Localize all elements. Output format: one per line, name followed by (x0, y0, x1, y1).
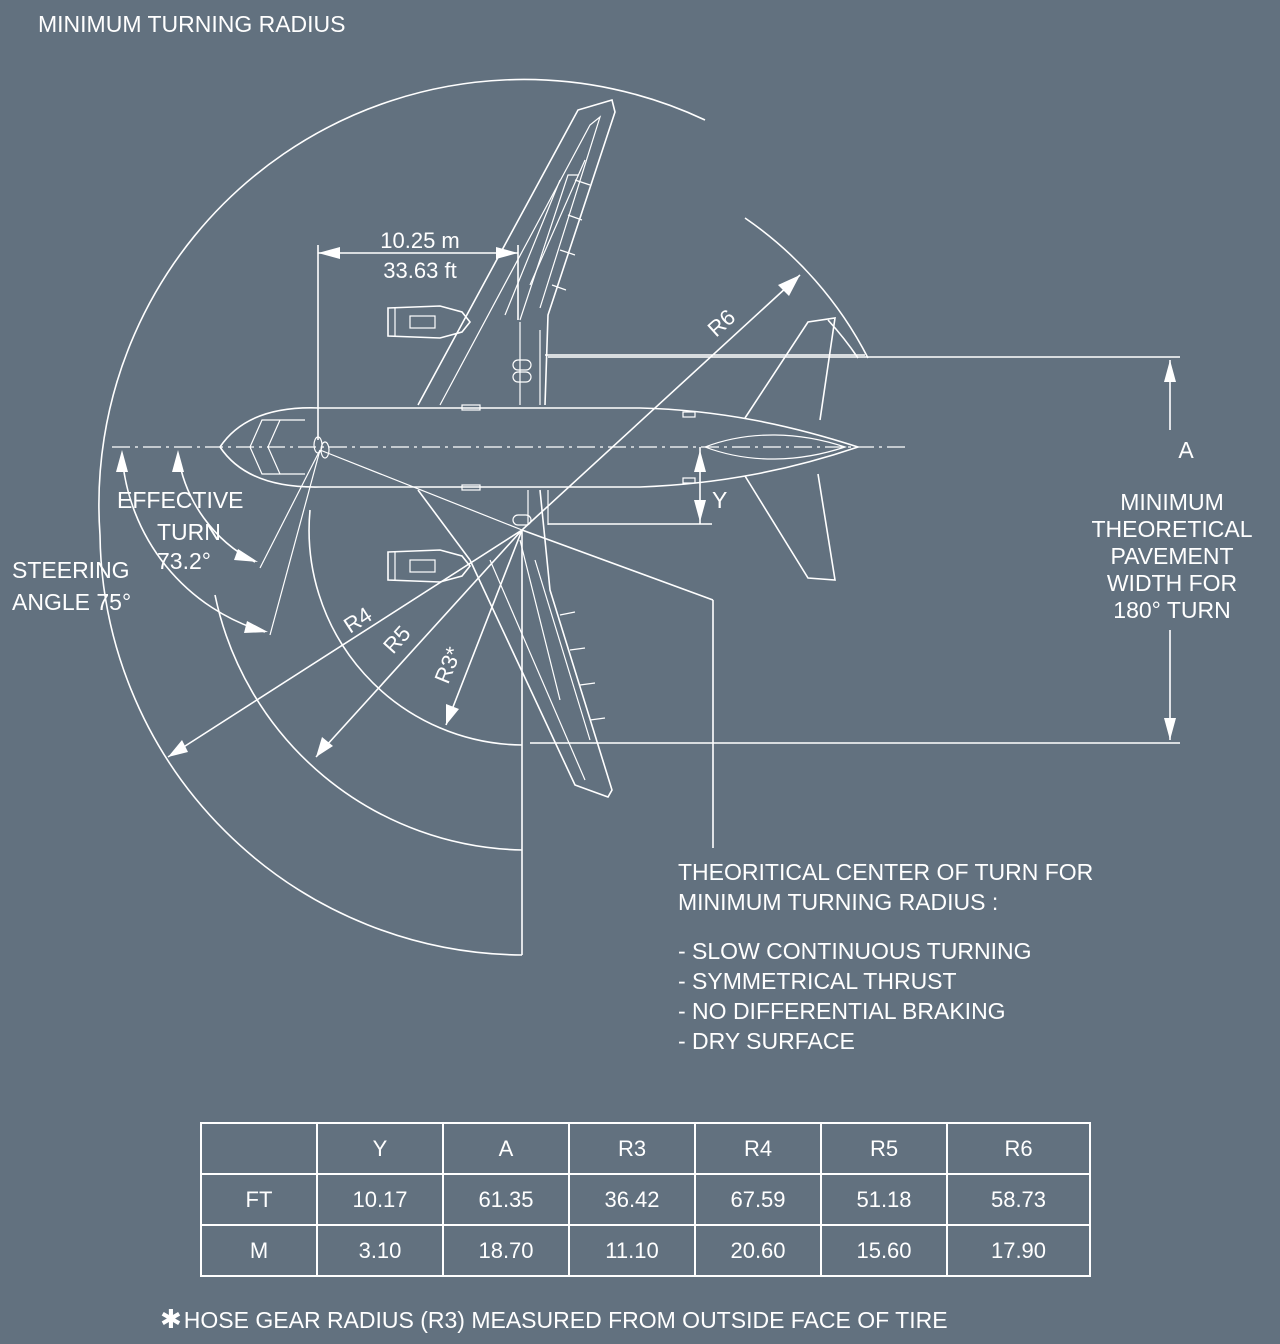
table-cell: 3.10 (316, 1224, 444, 1277)
r4-label: R4 (339, 602, 376, 638)
footnote-text: HOSE GEAR RADIUS (R3) MEASURED FROM OUTS… (183, 1307, 948, 1333)
table-header-cell (200, 1122, 318, 1175)
condition-1: - SLOW CONTINUOUS TURNING (678, 938, 1032, 964)
table-cell: 17.90 (946, 1224, 1091, 1277)
table-header-cell: R6 (946, 1122, 1091, 1175)
table-cell: 15.60 (820, 1224, 948, 1277)
pavement-line-4: WIDTH FOR (1107, 570, 1237, 596)
r3-arc (308, 509, 523, 746)
table-cell: 51.18 (820, 1173, 948, 1226)
pavement-width-dimension (530, 356, 1180, 744)
effective-turn-line2: TURN (157, 519, 221, 545)
table-header-cell: R4 (694, 1122, 822, 1175)
leader-line (521, 529, 714, 601)
pavement-line-2: THEORETICAL (1091, 516, 1252, 542)
condition-4: - DRY SURFACE (678, 1028, 855, 1054)
steering-angle-line1: STEERING (12, 557, 130, 583)
steering-arrow-top (116, 450, 128, 472)
steering-angle-line2: ANGLE 75° (12, 589, 131, 615)
table-cell: 18.70 (442, 1224, 570, 1277)
pavement-line-1: MINIMUM (1120, 489, 1223, 515)
r6-label: R6 (703, 304, 741, 341)
r5-arrow (316, 737, 333, 757)
r6-arc (744, 217, 869, 359)
main-gear (512, 359, 532, 526)
r4-line (167, 529, 523, 758)
pavement-line-3: PAVEMENT (1110, 543, 1233, 569)
steering-angle-arc (121, 454, 266, 633)
y-offset-dimension (548, 447, 712, 525)
table-header-cell: Y (316, 1122, 444, 1175)
wheelbase-imperial-label: 33.63 ft (383, 258, 456, 283)
table-cell: 10.17 (316, 1173, 444, 1226)
nose-line-3 (259, 449, 321, 569)
r3-line (445, 529, 523, 726)
nose-line-1 (319, 449, 523, 531)
r5-line (315, 529, 523, 758)
table-row: M 3.10 18.70 11.10 20.60 15.60 17.90 (200, 1224, 1091, 1277)
upper-engine (387, 305, 472, 339)
table-header-cell: R3 (568, 1122, 696, 1175)
condition-2: - SYMMETRICAL THRUST (678, 968, 957, 994)
table-cell: 67.59 (694, 1173, 822, 1226)
asterisk-icon: ✱ (160, 1304, 182, 1334)
effective-arrow-top (172, 450, 184, 472)
steering-arrow-bottom (244, 621, 268, 633)
table-header-cell: A (442, 1122, 570, 1175)
effective-arrow-bottom (234, 549, 258, 562)
footnote: ✱HOSE GEAR RADIUS (R3) MEASURED FROM OUT… (160, 1304, 948, 1335)
table-row: FT 10.17 61.35 36.42 67.59 51.18 58.73 (200, 1173, 1091, 1226)
pavement-line-5: 180° TURN (1113, 597, 1230, 623)
effective-turn-line1: EFFECTIVE (117, 487, 244, 513)
pavement-letter: A (1178, 437, 1194, 463)
table-header-row: Y A R3 R4 R5 R6 (200, 1122, 1091, 1175)
effective-turn-angle: 73.2° (157, 548, 211, 574)
r6-line (521, 274, 801, 531)
lower-engine (387, 549, 472, 583)
r6-arrow (778, 275, 800, 296)
fuselage (219, 404, 861, 491)
lower-stabilizer (744, 473, 836, 581)
table-cell: 36.42 (568, 1173, 696, 1226)
tail-arc (827, 319, 859, 359)
table-cell: M (200, 1224, 318, 1277)
lower-wing (417, 489, 613, 798)
table-cell: 61.35 (442, 1173, 570, 1226)
r4-arrow (168, 740, 188, 757)
y-offset-label: Y (712, 487, 727, 513)
condition-3: - NO DIFFERENTIAL BRAKING (678, 998, 1006, 1024)
nose-gear (313, 436, 330, 459)
table-cell: FT (200, 1173, 318, 1226)
center-note-line-1: THEORITICAL CENTER OF TURN FOR (678, 859, 1093, 885)
table-cell: 20.60 (694, 1224, 822, 1277)
r3-arrow (446, 704, 459, 725)
r3-label: R3* (429, 643, 466, 687)
wheelbase-metric-label: 10.25 m (380, 228, 460, 253)
r4-arc (98, 78, 706, 956)
page-title: MINIMUM TURNING RADIUS (38, 11, 346, 37)
wheelbase-dimension (317, 245, 519, 440)
center-note-line-2: MINIMUM TURNING RADIUS : (678, 889, 998, 915)
upper-wing (417, 98, 865, 406)
table-header-cell: R5 (820, 1122, 948, 1175)
upper-stabilizer (744, 317, 836, 421)
dimensions-table: Y A R3 R4 R5 R6 FT 10.17 61.35 36.42 67.… (200, 1122, 1091, 1277)
nose-line-2 (269, 449, 321, 636)
r5-arc (214, 594, 523, 851)
table-cell: 58.73 (946, 1173, 1091, 1226)
table-cell: 11.10 (568, 1224, 696, 1277)
